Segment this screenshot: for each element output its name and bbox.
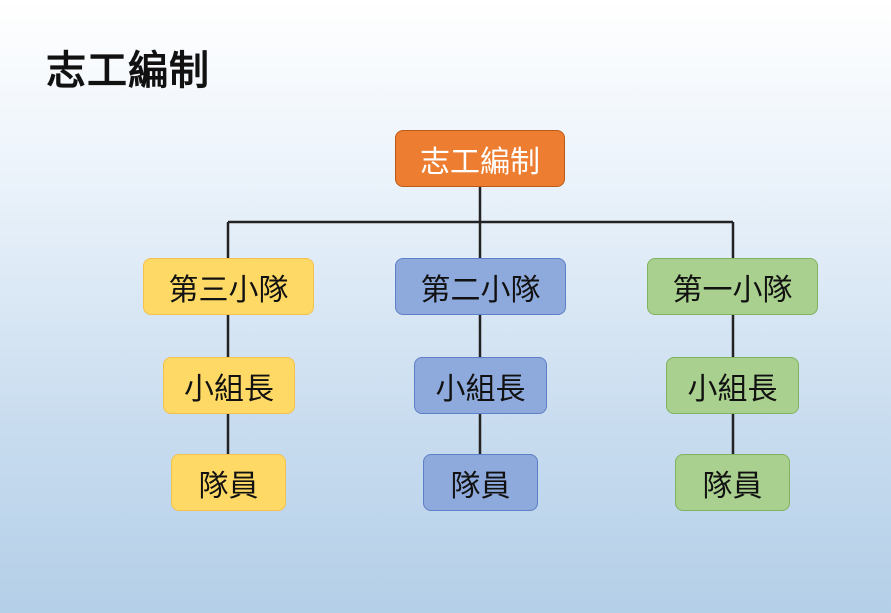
leader-node-2: 小組長 bbox=[414, 357, 547, 414]
member-node-1: 隊員 bbox=[675, 454, 790, 511]
leader-node-1: 小組長 bbox=[666, 357, 799, 414]
member-label: 隊員 bbox=[450, 468, 511, 504]
leader-label: 小組長 bbox=[687, 371, 778, 407]
member-node-2: 隊員 bbox=[423, 454, 538, 511]
member-node-3: 隊員 bbox=[171, 454, 286, 511]
squad-node-3: 第三小隊 bbox=[143, 258, 314, 315]
squad-node-2: 第二小隊 bbox=[395, 258, 566, 315]
squad-label: 第三小隊 bbox=[168, 272, 289, 308]
member-label: 隊員 bbox=[702, 468, 763, 504]
root-node: 志工編制 bbox=[395, 130, 565, 187]
squad-label: 第一小隊 bbox=[672, 272, 793, 308]
leader-label: 小組長 bbox=[184, 371, 274, 407]
member-label: 隊員 bbox=[198, 468, 259, 504]
page-title: 志工編制 bbox=[46, 47, 210, 94]
squad-label: 第二小隊 bbox=[420, 272, 541, 308]
leader-label: 小組長 bbox=[435, 371, 526, 407]
leader-node-3: 小組長 bbox=[163, 357, 295, 414]
root-label: 志工編制 bbox=[420, 144, 540, 180]
squad-node-1: 第一小隊 bbox=[647, 258, 818, 315]
